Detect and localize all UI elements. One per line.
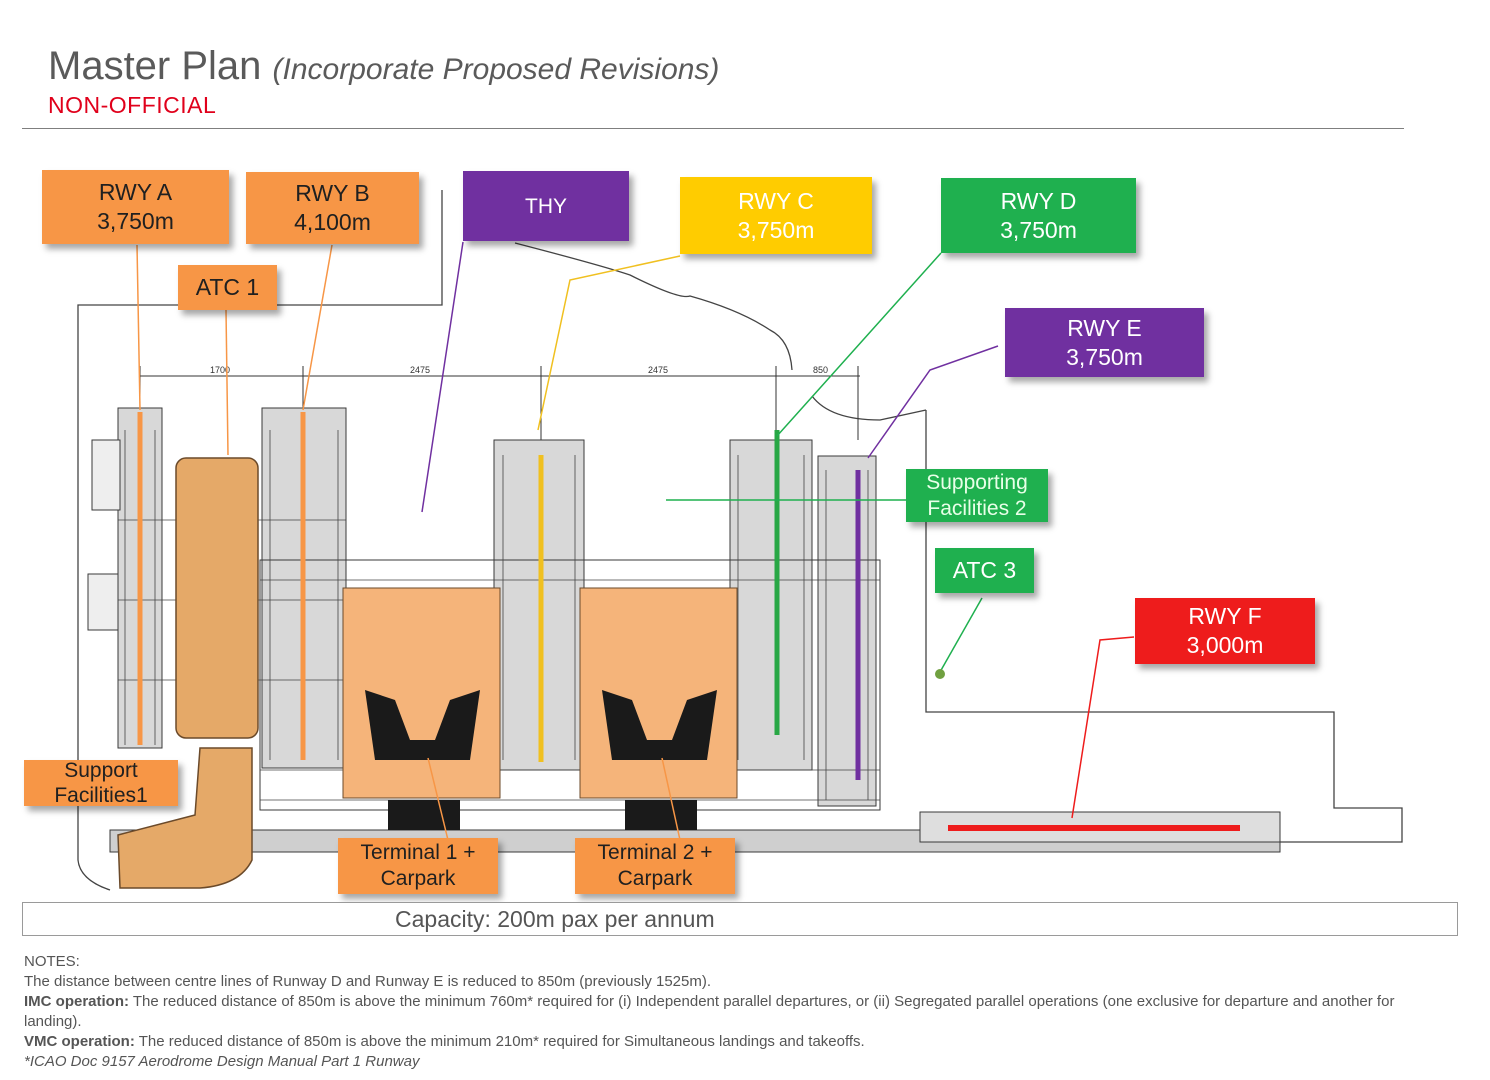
rwy-c-length: 3,750m: [737, 216, 815, 243]
vmc-label: VMC operation:: [24, 1033, 135, 1050]
atc-3-marker: [935, 669, 945, 679]
imc-text: The reduced distance of 850m is above th…: [24, 993, 1395, 1030]
capacity-banner: Capacity: 200m pax per annum: [22, 902, 1458, 936]
dimension-label: 2475: [648, 365, 668, 375]
notes-section: NOTES: The distance between centre lines…: [24, 952, 1444, 1072]
notes-heading: NOTES:: [24, 953, 80, 970]
dimension-label: 1700: [210, 365, 230, 375]
label-support-facilities-1: Support Facilities1: [24, 759, 178, 807]
support-1-line2: Facilities1: [54, 784, 148, 807]
terminal-1-line1: Terminal 1 +: [360, 841, 476, 864]
rwy-c-name: RWY C: [738, 187, 814, 214]
notes-line-1: The distance between centre lines of Run…: [24, 973, 712, 990]
label-thy: THY: [463, 171, 629, 241]
atc-1-name: ATC 1: [195, 274, 260, 300]
rwy-d-length: 3,750m: [1000, 216, 1077, 243]
support-1-line1: Support: [64, 759, 138, 782]
support-facilities-1-area: [117, 457, 259, 889]
label-atc-1: ATC 1: [178, 265, 277, 310]
notes-imc: IMC operation: The reduced distance of 8…: [24, 992, 1444, 1032]
support-2-line2: Facilities 2: [927, 496, 1027, 520]
vmc-text: The reduced distance of 850m is above th…: [134, 1033, 865, 1050]
dimension-label: 2475: [410, 365, 430, 375]
terminal-2-line2: Carpark: [617, 867, 693, 890]
atc-3-name: ATC 3: [952, 557, 1017, 583]
terminal-2-building: [579, 587, 738, 830]
label-terminal-2: Terminal 2 + Carpark: [575, 838, 735, 894]
terminal-1-building: [342, 587, 501, 830]
page-title: Master Plan (Incorporate Proposed Revisi…: [48, 44, 719, 89]
label-terminal-1: Terminal 1 + Carpark: [338, 838, 498, 894]
runway-overlays: [137, 412, 1240, 831]
dimension-label: 850: [813, 365, 828, 375]
rwy-a-name: RWY A: [98, 179, 173, 205]
site-boundary: [77, 190, 1403, 891]
rwy-e-length: 3,750m: [1066, 343, 1143, 370]
rwy-a-length: 3,750m: [97, 208, 174, 234]
rwy-d-name: RWY D: [1000, 187, 1077, 214]
capacity-text: Capacity: 200m pax per annum: [395, 906, 715, 932]
terminal-1-line2: Carpark: [380, 867, 456, 890]
label-rwy-f: RWY F 3,000m: [1135, 598, 1315, 664]
title-text: Master Plan: [48, 44, 262, 88]
notes-reference: *ICAO Doc 9157 Aerodrome Design Manual P…: [24, 1053, 420, 1070]
label-rwy-d: RWY D 3,750m: [941, 178, 1136, 253]
title-subtitle: (Incorporate Proposed Revisions): [272, 53, 720, 86]
label-rwy-b: RWY B 4,100m: [246, 172, 419, 244]
rwy-f-name: RWY F: [1188, 603, 1262, 629]
thy-name: THY: [525, 194, 567, 218]
header-divider: [22, 128, 1404, 129]
leader-lines: [136, 241, 1135, 841]
terminal-2-line1: Terminal 2 +: [597, 841, 713, 864]
rwy-b-length: 4,100m: [294, 209, 371, 235]
label-atc-3: ATC 3: [935, 548, 1034, 593]
support-2-line1: Supporting: [926, 470, 1028, 494]
rwy-f-length: 3,000m: [1186, 632, 1264, 658]
label-supporting-facilities-2: Supporting Facilities 2: [906, 469, 1048, 522]
notes-vmc: VMC operation: The reduced distance of 8…: [24, 1032, 1444, 1052]
rwy-e-name: RWY E: [1067, 314, 1142, 341]
imc-label: IMC operation:: [24, 993, 129, 1010]
dimension-line: [139, 366, 860, 440]
rwy-b-name: RWY B: [295, 180, 370, 206]
label-rwy-c: RWY C 3,750m: [680, 177, 872, 254]
label-rwy-e: RWY E 3,750m: [1005, 308, 1204, 377]
label-rwy-a: RWY A 3,750m: [42, 170, 229, 244]
status-badge: NON-OFFICIAL: [48, 92, 217, 118]
